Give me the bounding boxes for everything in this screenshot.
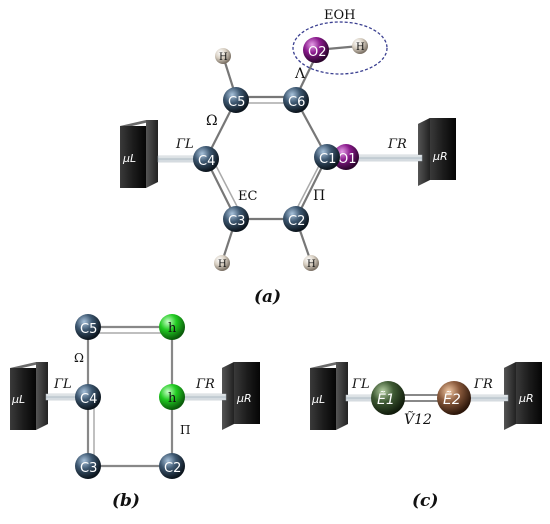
carbon-atom-c4 — [193, 146, 219, 172]
mu-r-label: μR — [518, 392, 534, 405]
h-site-label: h — [168, 391, 177, 406]
e-oh-ellipse — [292, 21, 388, 75]
atom-label-c3: C3 — [80, 461, 97, 476]
gamma-r-label: ΓR — [195, 377, 215, 392]
panel-label-b: (b) — [112, 491, 140, 511]
carbon-atom-c5 — [75, 314, 101, 340]
e-c-label: EC — [238, 189, 257, 204]
right-lead — [355, 154, 423, 162]
atom-label-c4: C4 — [80, 392, 97, 407]
gamma-r-label: ΓR — [387, 137, 407, 152]
h-site-top — [159, 314, 185, 340]
atom-label-c5: C5 — [80, 322, 97, 337]
h-site-label: h — [168, 321, 177, 336]
hydrogen-label: H — [307, 259, 316, 270]
site-e2 — [437, 381, 471, 415]
v12-label: Ṽ12 — [404, 410, 432, 428]
hydrogen-atom-h2 — [303, 255, 319, 271]
hydrogen-label: H — [218, 259, 227, 270]
panel-c: Ẽ1 Ẽ2 Ṽ12 ΓL ΓR μL μR (c) — [310, 362, 542, 511]
atom-label-o1: O1 — [338, 152, 357, 167]
atom-label-o2: O2 — [308, 45, 327, 60]
atom-label-c1: C1 — [319, 152, 336, 167]
h-site-right — [159, 384, 185, 410]
benzene-ring-bonds — [205, 95, 328, 221]
omega-label: Ω — [74, 351, 84, 365]
hydrogen-label: H — [219, 52, 228, 63]
mu-r-label: μR — [432, 150, 448, 163]
mu-l-label: μL — [311, 393, 325, 406]
carbon-atom-c6 — [283, 87, 309, 113]
atom-label-c6: C6 — [288, 95, 305, 110]
gamma-l-label: ΓL — [351, 377, 370, 392]
pi-label: Π — [313, 188, 325, 204]
mu-r-label: μR — [236, 392, 252, 405]
hydrogen-label: H — [356, 42, 365, 53]
panel-label-a: (a) — [254, 287, 281, 307]
atom-label-c3: C3 — [228, 214, 245, 229]
carbon-atom-c4 — [75, 384, 101, 410]
mu-l-label: μL — [11, 393, 25, 406]
right-lead — [469, 394, 509, 402]
panel-b: C5 C4 C3 C2 h h Ω Π ΓL ΓR μL μR (b) — [10, 314, 260, 511]
pi-label: Π — [180, 423, 190, 437]
carbon-atom-c2 — [283, 206, 309, 232]
gamma-l-label: ΓL — [53, 377, 72, 392]
e-oh-label: EOH — [324, 8, 355, 23]
site-e1-label: Ẽ1 — [377, 391, 395, 408]
atom-label-c2: C2 — [288, 214, 305, 229]
carbon-atom-c3 — [75, 453, 101, 479]
site-e1 — [371, 381, 405, 415]
mu-l-label: μL — [122, 152, 136, 165]
hydrogen-atom-h5 — [215, 48, 231, 64]
carbon-atom-c2 — [159, 453, 185, 479]
omega-label: Ω — [206, 113, 218, 129]
atom-label-c4: C4 — [198, 154, 215, 169]
panel-label-c: (c) — [412, 491, 438, 511]
hydrogen-atom-hoh — [352, 38, 368, 54]
gamma-l-label: ΓL — [175, 137, 194, 152]
gamma-r-label: ΓR — [473, 377, 493, 392]
site-e2-label: Ẽ2 — [443, 391, 461, 408]
atom-label-c2: C2 — [164, 461, 181, 476]
carbon-atom-c3 — [223, 206, 249, 232]
carbon-atom-c1 — [314, 144, 340, 170]
hydrogen-atom-h3 — [214, 255, 230, 271]
lambda-label: Λ — [294, 66, 306, 82]
oxygen-atom-o1 — [333, 144, 359, 170]
left-lead — [157, 155, 199, 163]
panel-a: EOH H H H H O2 O1 C5 C6 C4 C1 C3 C2 Ω Λ … — [120, 8, 456, 307]
oxygen-atom-o2 — [303, 37, 329, 63]
carbon-atom-c5 — [223, 87, 249, 113]
atom-label-c5: C5 — [228, 95, 245, 110]
